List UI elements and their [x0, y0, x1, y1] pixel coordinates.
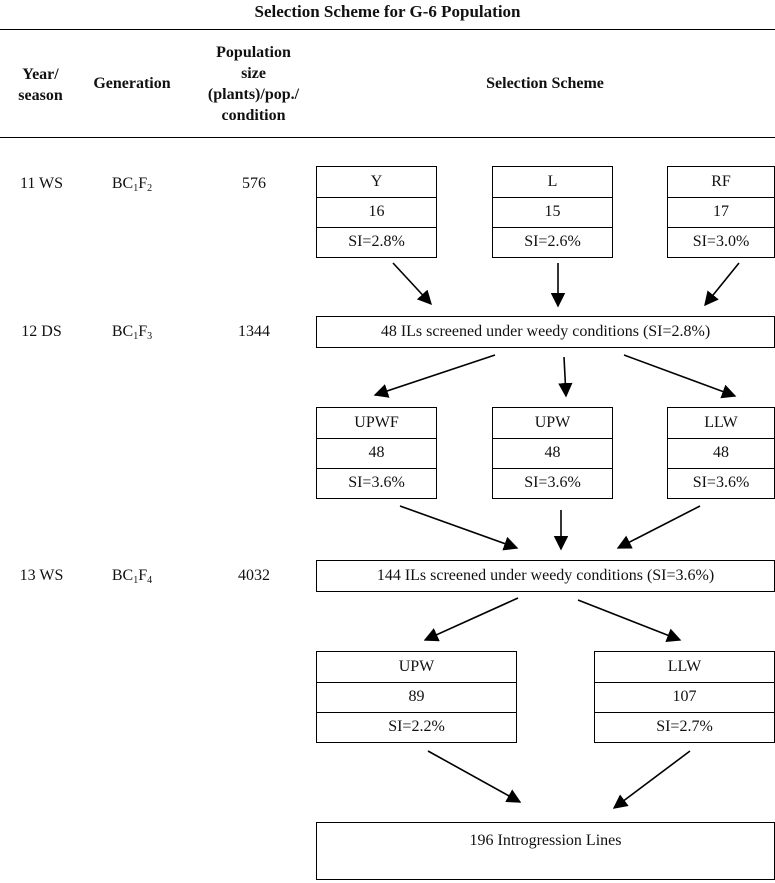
- final-label: 196 Introgression Lines: [469, 832, 622, 849]
- box-si: SI=2.7%: [595, 711, 774, 742]
- box-count: 15: [493, 196, 612, 227]
- stage2-box-llw: LLW 48 SI=3.6%: [667, 407, 775, 499]
- stage2-box-upw: UPW 48 SI=3.6%: [492, 407, 613, 499]
- arrow-llw-to-final: [612, 750, 691, 809]
- header-generation: Generation: [93, 75, 171, 92]
- header-year-line1: Year/: [22, 66, 59, 83]
- arrow-merge2-to-llw: [577, 599, 682, 642]
- row2-generation: BC1F3: [111, 323, 153, 342]
- final-box: 196 Introgression Lines: [316, 822, 775, 880]
- arrow-merge1-to-upwf: [373, 354, 496, 398]
- top-rule: [0, 29, 775, 30]
- row2-population: 1344: [238, 323, 270, 340]
- box-name: UPW: [398, 657, 435, 675]
- merge2-box: 144 ILs screened under weedy conditions …: [316, 560, 775, 592]
- stage2-box-upwf: UPWF 48 SI=3.6%: [316, 407, 437, 499]
- header-pop-line3: (plants)/pop./: [207, 86, 300, 103]
- stage1-box-l: L 15 SI=2.6%: [492, 166, 613, 258]
- arrow-merge2-to-upw: [423, 597, 519, 642]
- header-selection-scheme: Selection Scheme: [486, 75, 604, 92]
- box-name: RF: [711, 172, 731, 190]
- box-name: LLW: [704, 413, 738, 431]
- row3-generation: BC1F4: [111, 567, 153, 586]
- box-count: 16: [317, 196, 436, 227]
- header-population: Population size (plants)/pop./ condition: [196, 42, 311, 126]
- header-pop-line4: condition: [221, 107, 286, 124]
- arrow-upwf-to-merge2: [399, 505, 519, 551]
- arrow-y-to-merge1: [392, 262, 432, 306]
- row1-population: 576: [242, 175, 266, 192]
- arrow-upw-to-final: [427, 750, 522, 803]
- box-count: 48: [668, 437, 774, 468]
- box-name: UPW: [534, 413, 571, 431]
- row1-generation: BC1F2: [111, 175, 153, 194]
- merge1-box: 48 ILs screened under weedy conditions (…: [316, 316, 775, 348]
- box-si: SI=2.2%: [317, 711, 516, 742]
- box-name: Y: [370, 172, 383, 190]
- box-count: 17: [668, 196, 774, 227]
- box-name: L: [547, 172, 558, 190]
- box-si: SI=2.6%: [493, 226, 612, 257]
- row1-year: 11 WS: [19, 175, 64, 192]
- box-count: 89: [317, 681, 516, 712]
- stage3-box-upw: UPW 89 SI=2.2%: [316, 651, 517, 743]
- stage1-box-rf: RF 17 SI=3.0%: [667, 166, 775, 258]
- stage1-box-y: Y 16 SI=2.8%: [316, 166, 437, 258]
- box-count: 48: [317, 437, 436, 468]
- diagram-title: Selection Scheme for G-6 Population: [254, 2, 521, 21]
- header-pop-line1: Population: [216, 44, 291, 61]
- stage3-box-llw: LLW 107 SI=2.7%: [594, 651, 775, 743]
- header-year-line2: season: [18, 87, 63, 104]
- header-year: Year/ season: [8, 64, 73, 106]
- header-rule: [0, 137, 775, 138]
- box-si: SI=2.8%: [317, 226, 436, 257]
- box-si: SI=3.6%: [668, 467, 774, 498]
- header-pop-line2: size: [241, 65, 266, 82]
- box-name: UPWF: [354, 413, 399, 431]
- box-count: 48: [493, 437, 612, 468]
- arrow-rf-to-merge1: [704, 262, 740, 307]
- arrow-llw-to-merge2: [616, 505, 701, 549]
- row3-population: 4032: [238, 567, 270, 584]
- box-si: SI=3.0%: [668, 226, 774, 257]
- box-si: SI=3.6%: [317, 467, 436, 498]
- row2-year: 12 DS: [21, 323, 62, 340]
- arrow-merge1-to-upw: [558, 356, 573, 398]
- row3-year: 13 WS: [19, 567, 64, 584]
- box-si: SI=3.6%: [493, 467, 612, 498]
- box-count: 107: [595, 681, 774, 712]
- box-name: LLW: [667, 657, 702, 675]
- arrow-merge1-to-llw: [623, 354, 737, 399]
